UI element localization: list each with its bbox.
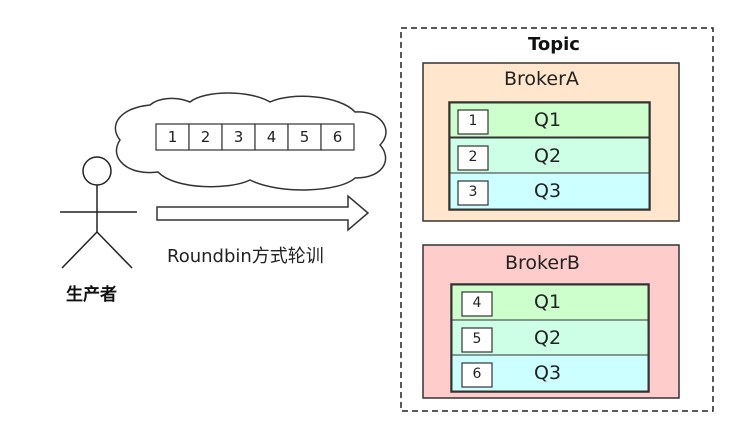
queue-num-box [457,109,489,135]
broker-b-queue-list [450,283,650,393]
topic-title: Topic [528,34,580,55]
message-cell-label: 1 [167,128,178,146]
queue-num-box [457,145,489,171]
queue-number: 3 [468,184,478,200]
message-cell-label: 2 [200,128,211,146]
broker-a-queue-list [448,101,651,211]
queue-name: Q1 [534,109,562,131]
message-cell [320,123,355,151]
message-cell [221,123,256,151]
queue-name: Q2 [534,327,562,349]
queue-num-box [461,362,493,388]
queue-name: Q3 [534,362,562,384]
arrow-label: Roundbin方式轮训 [167,246,324,267]
message-cell-label: 4 [266,128,277,146]
message-cell [254,123,289,151]
queue-number: 5 [472,331,482,347]
queue-num-box [457,180,489,206]
queue-num-box [461,291,493,317]
message-cell-label: 5 [299,128,310,146]
queue-num-box [461,327,493,353]
broker-b-name: BrokerB [505,252,580,274]
message-cell-label: 6 [332,128,343,146]
queue-name: Q2 [534,145,562,167]
broker-a-name: BrokerA [504,68,579,90]
queue-number: 2 [468,149,478,165]
producer-label: 生产者 [66,285,117,305]
queue-name: Q3 [534,180,562,202]
message-cell-label: 3 [233,128,244,146]
topic-container [400,27,714,412]
producer-actor-icon [60,156,137,269]
queue-name: Q1 [534,291,562,313]
message-queue [155,123,355,151]
queue-number: 4 [472,295,482,311]
queue-number: 6 [472,366,482,382]
queue-number: 1 [468,113,478,129]
round-robin-arrow [156,194,370,232]
